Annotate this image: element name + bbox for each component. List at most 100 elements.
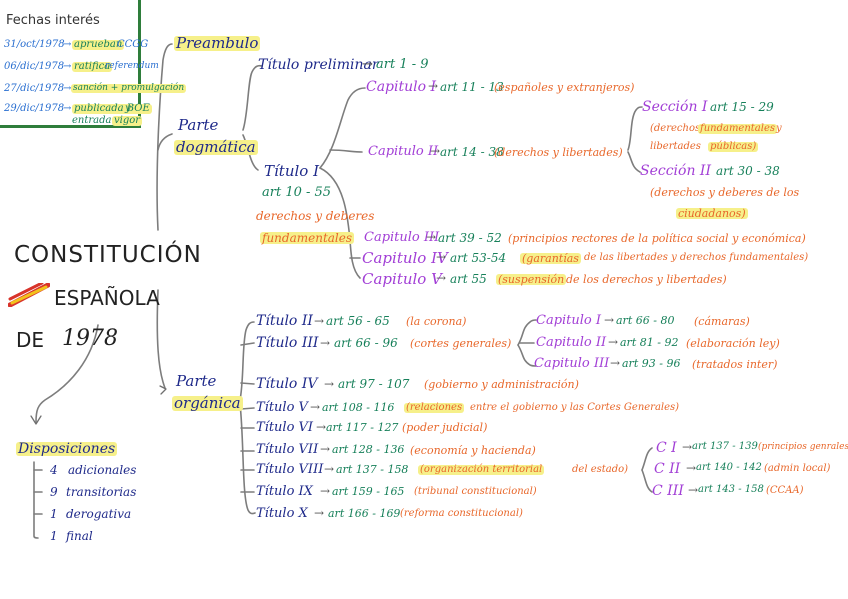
connector-t3-brace [517, 319, 537, 346]
organica-label-1: Parte [176, 372, 217, 390]
date-1-extra: CCGG [117, 39, 149, 50]
organica-label-2: orgánica [172, 394, 243, 412]
date-1-event: aprueban [72, 39, 125, 50]
t8-cap-1-arrow: → [682, 440, 693, 454]
org-titulo-9-label: Título IX [256, 484, 313, 499]
dog-cap-1-arrow: → [428, 79, 439, 93]
org-titulo-6-desc: (poder judicial) [402, 421, 488, 434]
seccion-2-desc-2: ciudadanos) [676, 207, 748, 220]
t3-cap-1-label: Capitulo I [536, 313, 602, 328]
connector-t3-brace2 [517, 344, 537, 367]
t3-cap-1-arrow: → [604, 313, 615, 327]
title-line-1: CONSTITUCIÓN [14, 242, 202, 268]
titulo-preliminar-arts: art 1 - 9 [376, 57, 429, 72]
org-titulo-6-label: Título VI [256, 420, 314, 435]
spain-flag-icon [8, 283, 50, 307]
dog-cap-2-desc: (derechos y libertades) [494, 146, 623, 159]
dog-cap-5-desc-hl: (suspensión [496, 273, 567, 286]
seccion-2-label: Sección II [640, 163, 711, 179]
connector-org-t5 [240, 407, 255, 410]
disp-1-n: 4 [50, 463, 58, 477]
title-line-3-year: 1978 [62, 326, 118, 351]
dog-cap-3-arts: art 39 - 52 [438, 231, 502, 245]
t3-cap-1-arts: art 66 - 80 [616, 314, 675, 327]
connector-org-t3 [240, 342, 255, 346]
org-titulo-5-desc: entre el gobierno y las Cortes Generales… [470, 402, 680, 413]
seccion-2-arts: art 30 - 38 [716, 164, 780, 178]
arrowhead-organica [159, 385, 167, 395]
connector-disp-list [33, 461, 39, 539]
org-titulo-4-label: Título IV [256, 376, 318, 392]
org-titulo-3-arrow: → [320, 336, 331, 350]
disposiciones-title: Disposiciones [16, 441, 118, 457]
seccion-1-desc-1b: y [776, 123, 782, 134]
seccion-1-arts: art 15 - 29 [710, 100, 774, 114]
dog-cap-2-arrow: → [430, 144, 441, 158]
date-1: 31/oct/1978 [4, 39, 65, 50]
t8-cap-2-arts: art 140 - 142 [696, 462, 762, 473]
connector-organica-brace [239, 321, 255, 401]
titulo-preliminar-label: Título preliminar [258, 57, 379, 73]
dog-cap-3-label: Capitulo III [364, 230, 440, 245]
connector-organica [156, 289, 166, 389]
t3-cap-3-desc: (tratados inter) [692, 358, 778, 371]
org-titulo-7-arrow: → [320, 442, 331, 456]
org-titulo-4-arrow: → [324, 377, 335, 391]
org-titulo-10-arrow: → [314, 506, 325, 520]
dog-cap-3-desc: (principios rectores de la política soci… [508, 232, 806, 245]
disp-2-label: transitorias [66, 485, 137, 499]
dog-cap-4-label: Capitulo IV [362, 249, 448, 267]
t3-cap-3-label: Capitulo III [534, 356, 610, 371]
date-4-arrow: → [63, 103, 72, 114]
org-titulo-7-desc: (economía y hacienda) [410, 444, 536, 457]
connector-t8-brace2 [641, 469, 653, 493]
org-titulo-2-desc: (la corona) [406, 315, 467, 328]
connector-organica-brace2 [239, 403, 256, 515]
date-3-arrow: → [63, 83, 72, 94]
t8-cap-1-desc: (principios genrales) [758, 442, 848, 452]
connector-disposiciones [35, 324, 99, 423]
t8-cap-3-desc: (CCAA) [766, 485, 804, 496]
disp-3-n: 1 [50, 507, 58, 521]
dates-box [0, 0, 141, 128]
connector-trunk [156, 43, 173, 231]
t8-cap-2-label: C II [654, 461, 681, 477]
connector-cap-ii [329, 149, 363, 153]
titulo-i-arts: art 10 - 55 [262, 185, 332, 200]
connector-titulo-i-caps-upper [319, 87, 366, 169]
dog-cap-2-label: Capitulo II [368, 144, 439, 159]
dog-cap-4-arts: art 53-54 [450, 251, 507, 265]
disp-4-n: 1 [50, 529, 58, 543]
org-titulo-9-arrow: → [320, 484, 331, 498]
disp-1-label: adicionales [68, 463, 137, 477]
date-2-extra: referendum [105, 61, 159, 71]
titulo-i-label: Título I [264, 162, 320, 180]
org-titulo-2-arrow: → [314, 314, 325, 328]
dog-cap-2-arts: art 14 - 38 [440, 145, 504, 159]
t8-cap-3-arrow: → [688, 483, 699, 497]
connector-secciones-brace [627, 106, 643, 151]
dog-cap-4-desc-hl: (garantías [520, 252, 581, 265]
org-titulo-5-desc-hl: (relaciones [404, 402, 465, 413]
connector-dogmatica-brace [242, 64, 263, 131]
org-titulo-9-desc: (tribunal constitucional) [414, 486, 537, 497]
org-titulo-3-label: Título III [256, 335, 319, 351]
org-titulo-8-arts: art 137 - 158 [336, 463, 409, 476]
date-3: 27/dic/1978 [4, 83, 65, 94]
date-2-event: ratifica [72, 61, 113, 72]
dogmatica-label-2: dogmática [174, 138, 258, 156]
arrowhead-disposiciones [30, 415, 42, 425]
org-titulo-10-desc: (reforma constitucional) [400, 508, 523, 519]
seccion-1-desc-2: libertades [650, 141, 701, 152]
org-titulo-8-desc-hl: (organización territorial [418, 464, 545, 475]
dog-cap-5-arrow: → [436, 271, 447, 285]
org-titulo-4-desc: (gobierno y administración) [424, 378, 579, 391]
t3-cap-2-label: Capitulo II [536, 335, 607, 350]
dogmatica-label-1: Parte [178, 116, 219, 134]
t8-cap-1-arts: art 137 - 139 [692, 441, 758, 452]
org-titulo-8-arrow: → [324, 462, 335, 476]
t3-cap-3-arrow: → [610, 356, 621, 370]
date-4: 29/dic/1978 [4, 103, 65, 114]
